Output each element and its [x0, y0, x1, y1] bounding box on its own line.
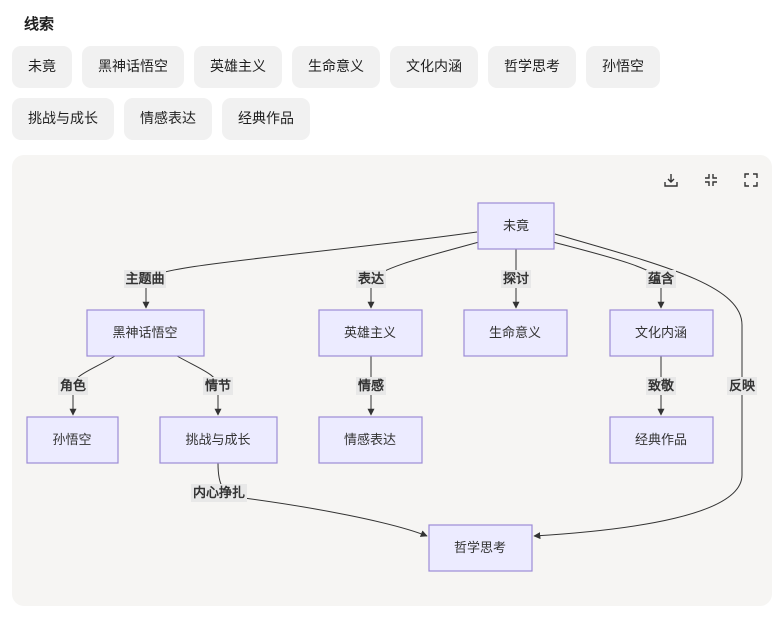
- node-sunwukong[interactable]: 孙悟空: [26, 416, 119, 464]
- node-zhexue[interactable]: 哲学思考: [428, 524, 533, 572]
- edge-label-qingjie-text: 情节: [205, 378, 231, 394]
- edge-zhutiqu: [142, 231, 478, 309]
- edge-label-juese-text: 角色: [60, 378, 86, 394]
- edge-label-qinggan: 情感: [356, 377, 386, 395]
- edge-label-zhutiqu-text: 主题曲: [125, 271, 164, 287]
- edge-label-zhijing-text: 致敬: [648, 378, 675, 394]
- edge-label-tantao-text: 探讨: [503, 271, 529, 287]
- chip-qinggan[interactable]: 情感表达: [124, 98, 212, 140]
- edge-label-juese: 角色: [58, 377, 88, 395]
- chip-jingdian[interactable]: 经典作品: [222, 98, 310, 140]
- edge-label-biaoda-text: 表达: [357, 271, 384, 287]
- edge-label-qingjie: 情节: [203, 377, 233, 395]
- mindmap-panel: 主题曲 表达 探讨 蕴含 反映 角色 情节 情感: [12, 155, 772, 606]
- node-sunwukong-label: 孙悟空: [52, 433, 91, 448]
- node-tiaozhan[interactable]: 挑战与成长: [159, 416, 278, 464]
- chip-yingxiong[interactable]: 英雄主义: [194, 46, 282, 88]
- chip-tiaozhan[interactable]: 挑战与成长: [12, 98, 114, 140]
- chip-row-2: 挑战与成长 情感表达 经典作品: [12, 98, 310, 140]
- node-shengming-label: 生命意义: [489, 325, 541, 341]
- chip-sunwukong[interactable]: 孙悟空: [586, 46, 660, 88]
- edge-label-yunhan-text: 蕴含: [648, 271, 675, 287]
- download-icon[interactable]: [660, 169, 682, 191]
- edge-label-zhutiqu: 主题曲: [124, 270, 166, 288]
- chip-row-1: 未竟 黑神话悟空 英雄主义 生命意义 文化内涵 哲学思考 孙悟空: [12, 46, 660, 88]
- edge-label-neixin-text: 内心挣扎: [193, 485, 245, 501]
- node-jingdian[interactable]: 经典作品: [609, 416, 714, 464]
- chip-heishenhua[interactable]: 黑神话悟空: [82, 46, 184, 88]
- node-qinggan[interactable]: 情感表达: [318, 416, 423, 464]
- node-jingdian-label: 经典作品: [635, 433, 687, 448]
- diagram-toolbar: [660, 169, 762, 191]
- edge-label-fanying-text: 反映: [729, 378, 756, 394]
- node-shengming[interactable]: 生命意义: [463, 309, 568, 357]
- chip-wenhua[interactable]: 文化内涵: [390, 46, 478, 88]
- node-wenhua[interactable]: 文化内涵: [609, 309, 714, 357]
- edge-neixin: [217, 462, 428, 537]
- chip-shengming[interactable]: 生命意义: [292, 46, 380, 88]
- node-heishenhua-label: 黑神话悟空: [112, 326, 177, 341]
- node-qinggan-label: 情感表达: [344, 432, 396, 448]
- edge-label-zhijing: 致敬: [646, 377, 676, 395]
- chip-weijing[interactable]: 未竟: [12, 46, 72, 88]
- edge-label-neixin: 内心挣扎: [191, 484, 247, 502]
- edge-yunhan: [552, 241, 665, 309]
- edge-label-qinggan-text: 情感: [358, 378, 384, 394]
- mindmap-graph: 主题曲 表达 探讨 蕴含 反映 角色 情节 情感: [26, 202, 757, 572]
- node-yingxiong-label: 英雄主义: [344, 326, 396, 341]
- node-yingxiong[interactable]: 英雄主义: [318, 309, 423, 357]
- edge-label-biaoda: 表达: [356, 270, 386, 288]
- node-weijing-label: 未竟: [503, 219, 529, 234]
- edge-biaoda: [367, 241, 480, 309]
- node-weijing[interactable]: 未竟: [477, 202, 555, 250]
- edge-fanying: [533, 233, 743, 540]
- chip-zhexue[interactable]: 哲学思考: [488, 46, 576, 88]
- edge-label-fanying: 反映: [727, 377, 757, 395]
- edge-label-yunhan: 蕴含: [646, 270, 676, 288]
- node-heishenhua[interactable]: 黑神话悟空: [86, 309, 205, 357]
- expand-icon[interactable]: [740, 169, 762, 191]
- node-wenhua-label: 文化内涵: [635, 325, 687, 341]
- collapse-icon[interactable]: [700, 169, 722, 191]
- node-tiaozhan-label: 挑战与成长: [185, 433, 250, 448]
- node-zhexue-label: 哲学思考: [454, 540, 506, 556]
- edge-label-tantao: 探讨: [501, 270, 531, 288]
- section-title: 线索: [24, 15, 55, 33]
